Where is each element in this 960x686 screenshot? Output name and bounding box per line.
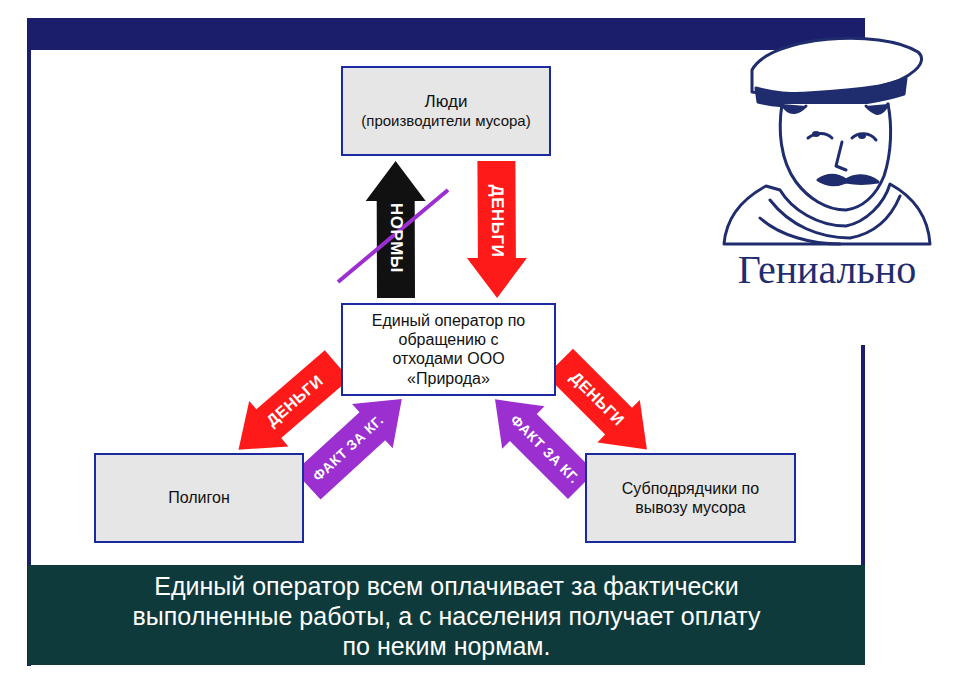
- node-title: Полигон: [168, 488, 230, 507]
- node-title: Люди: [425, 92, 468, 112]
- fact-arrow: [495, 399, 595, 499]
- arrow-label: ДЕНЬГИ: [486, 184, 506, 257]
- money-arrow: [546, 349, 647, 450]
- caption-box: Единый оператор всем оплачивает за факти…: [28, 566, 865, 665]
- right-border: [861, 345, 865, 567]
- node-subtitle: (производители мусора): [361, 112, 530, 130]
- node-title: Субподрядчики по вывозу мусора: [599, 479, 782, 517]
- caption-band: [28, 565, 865, 665]
- norms-arrow: [366, 161, 426, 298]
- people-box: Люди(производители мусора): [341, 66, 551, 156]
- contractor-box: Субподрядчики по вывозу мусора: [585, 453, 796, 543]
- landfill-box: Полигон: [94, 453, 304, 543]
- fact-arrow: [295, 399, 402, 500]
- top-bar: [28, 18, 865, 50]
- strike-line: [338, 190, 448, 282]
- money-arrow: [467, 161, 527, 298]
- money-arrow: [239, 350, 350, 449]
- signature-label: Гениально: [712, 246, 942, 294]
- arrow-label: НОРМЫ: [386, 203, 406, 273]
- node-title: Единый оператор по обращению с отходами …: [369, 311, 529, 388]
- operator-box: Единый оператор по обращению с отходами …: [341, 303, 556, 396]
- caption: Единый оператор всем оплачивает за факти…: [117, 571, 777, 661]
